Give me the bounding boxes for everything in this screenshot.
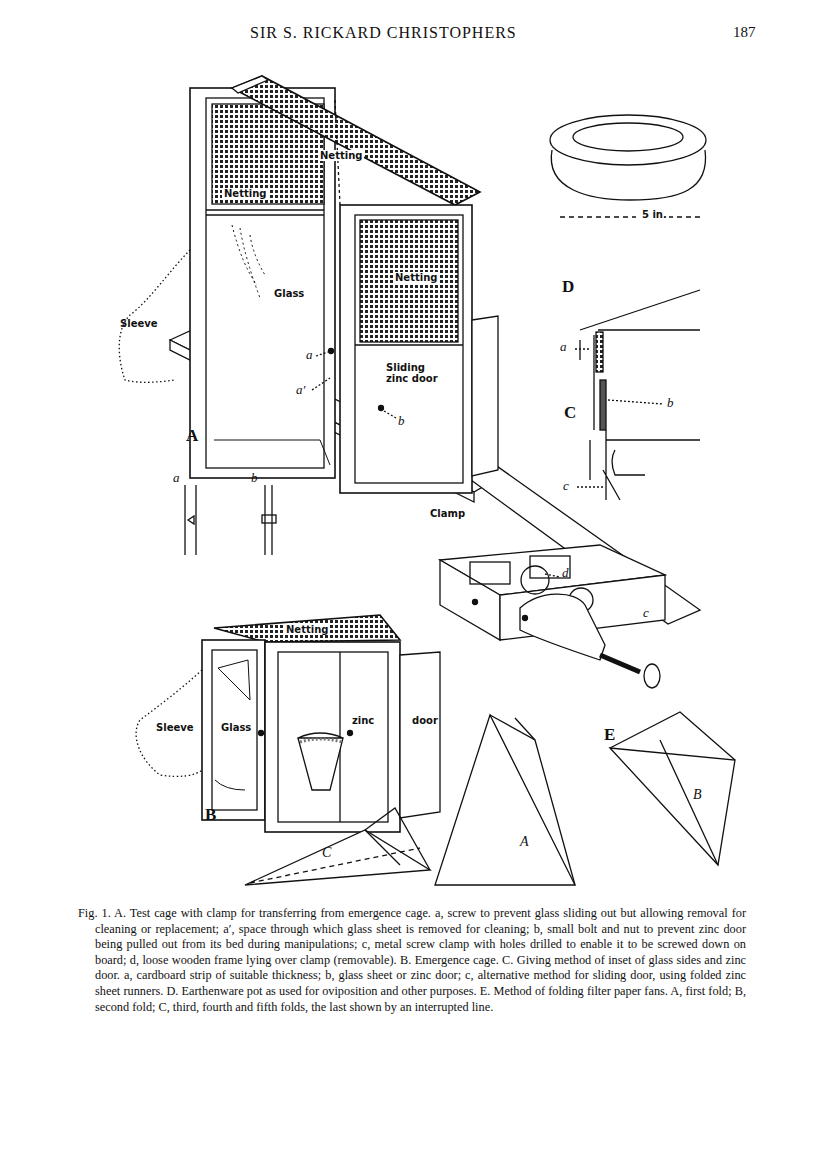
part-label: Netting <box>284 624 330 635</box>
part-label: B <box>205 806 216 825</box>
part-label: Sleeve <box>120 318 158 329</box>
part-label: c <box>643 606 649 620</box>
part-label: D <box>562 278 574 297</box>
part-label: Glass <box>219 722 253 733</box>
part-label: C <box>322 845 331 860</box>
part-label: a <box>306 348 313 362</box>
part-label: door <box>412 715 438 726</box>
part-label: b <box>398 414 405 428</box>
part-label: C <box>564 404 576 423</box>
part-label: 5 in. <box>640 209 669 220</box>
part-label: zinc <box>352 715 374 726</box>
part-label: a <box>560 340 567 354</box>
part-label: b <box>251 471 258 485</box>
part-label: Netting <box>318 150 364 161</box>
part-label: A <box>186 427 198 446</box>
part-label: Netting <box>222 188 268 199</box>
running-header: 187 <box>733 24 756 41</box>
part-label: d <box>562 566 569 580</box>
running-header: SIR S. RICKARD CHRISTOPHERS <box>250 24 517 42</box>
part-label: b <box>667 396 674 410</box>
part-label: Glass <box>274 288 304 299</box>
figure-caption: Fig. 1. A. Test cage with clamp for tran… <box>78 906 746 1015</box>
part-label: E <box>604 726 615 745</box>
part-label: a <box>173 471 180 485</box>
part-label: Sleeve <box>156 722 194 733</box>
part-label: c <box>563 479 569 493</box>
part-label: B <box>693 787 702 802</box>
part-label: Clamp <box>430 508 465 519</box>
part-label: A <box>520 834 529 849</box>
part-label: Sliding zinc door <box>386 362 444 384</box>
part-label: a′ <box>296 383 305 397</box>
part-label: Netting <box>393 272 439 283</box>
